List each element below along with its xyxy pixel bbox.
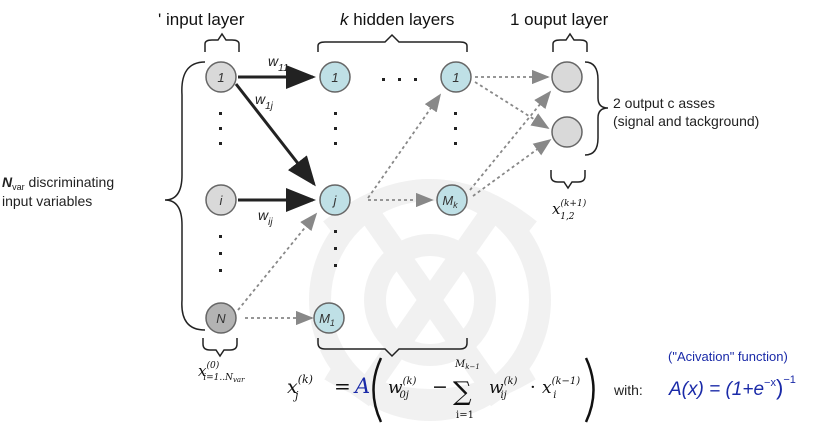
- svg-text:1: 1: [331, 70, 338, 85]
- hiddenk-node-1: 1: [440, 61, 472, 93]
- input-variables-brace: [164, 61, 206, 331]
- svg-text:1: 1: [217, 70, 224, 85]
- weight-wij-label: wij: [258, 207, 273, 228]
- output-classes-sublabel: (signal and tackground): [613, 113, 759, 129]
- activation-function-note: ("Acivation" function): [668, 349, 788, 364]
- formula-close-paren: [584, 357, 595, 423]
- input-bottom-brace: [202, 338, 238, 358]
- hidden1-node-1: 1: [319, 61, 351, 93]
- output-layer-header: 1 ouput layer: [510, 10, 609, 29]
- input-x-label: x(0)i=1..Nvar: [198, 360, 245, 384]
- output-classes-label: 2 output c asses: [613, 95, 715, 111]
- svg-text:N: N: [216, 311, 226, 326]
- svg-text:1: 1: [452, 70, 459, 85]
- formula-bias-weight: w(k)0j: [388, 376, 417, 401]
- svg-text:i: i: [220, 193, 224, 208]
- formula-sum-upper: Mk−1: [454, 359, 480, 371]
- edge-j-to-k1: [367, 93, 442, 199]
- output-classes-brace: [584, 61, 609, 156]
- neuron-formula: x(k)j = A w(k)0j − Mk−1 ∑ i=1 w(k)ij · x…: [287, 357, 643, 423]
- connections: [234, 65, 552, 326]
- edge-k1-out2: [474, 81, 550, 129]
- ellipsis-dots: [219, 78, 457, 272]
- output-bottom-brace: [550, 170, 586, 190]
- formula-sum-lower: i=1: [456, 410, 474, 421]
- edge-mk-out2: [472, 138, 552, 197]
- watermark-ornament: [309, 179, 551, 421]
- input-node-n: N: [205, 302, 237, 334]
- edge-n-hidden-j: [237, 212, 318, 311]
- weight-w11-label: w11: [268, 53, 289, 74]
- svg-text:M1: M1: [319, 311, 335, 328]
- svg-text:j: j: [332, 193, 338, 208]
- hidden-bottom-brace: [317, 338, 468, 358]
- hiddenk-node-mk: Mk: [436, 184, 468, 216]
- output-header-brace: [552, 32, 588, 52]
- formula-dot: ·: [530, 377, 536, 398]
- activation-function-formula: A(x) = (1+e−x)−1: [668, 374, 796, 400]
- formula-sum-sign: ∑: [453, 377, 472, 407]
- formula-input: x(k−1)i: [542, 376, 580, 401]
- edge-w1j: [234, 83, 316, 187]
- discriminating-label: Nvar discriminating: [2, 174, 114, 192]
- hidden1-node-m1: M1: [313, 302, 345, 334]
- formula-open-paren: [372, 357, 383, 423]
- formula-minus: −: [432, 376, 448, 398]
- formula-with: with:: [613, 382, 643, 398]
- formula-activation-A: A: [353, 374, 370, 398]
- edge-mk-out1: [469, 90, 552, 191]
- hidden-layers-header: k hidden layers: [340, 10, 454, 29]
- input-node-1: 1: [205, 61, 237, 93]
- hidden-header-brace: [317, 33, 468, 52]
- formula-equals: =: [334, 374, 351, 398]
- hidden1-node-j: j: [319, 184, 351, 216]
- formula-lhs: x(k)j: [287, 373, 313, 402]
- input-variables-label: input variables: [2, 193, 92, 209]
- svg-text:Mk: Mk: [442, 193, 458, 210]
- output-x-label: x(k+1)1,2: [552, 198, 587, 222]
- formula-weight: w(k)ij: [489, 376, 518, 401]
- output-node-1: [551, 61, 583, 93]
- input-header-brace: [204, 32, 240, 52]
- weight-w1j-label: w1j: [255, 91, 274, 112]
- output-node-2: [551, 116, 583, 148]
- input-layer-header: ' input layer: [158, 10, 245, 29]
- input-node-i: i: [205, 184, 237, 216]
